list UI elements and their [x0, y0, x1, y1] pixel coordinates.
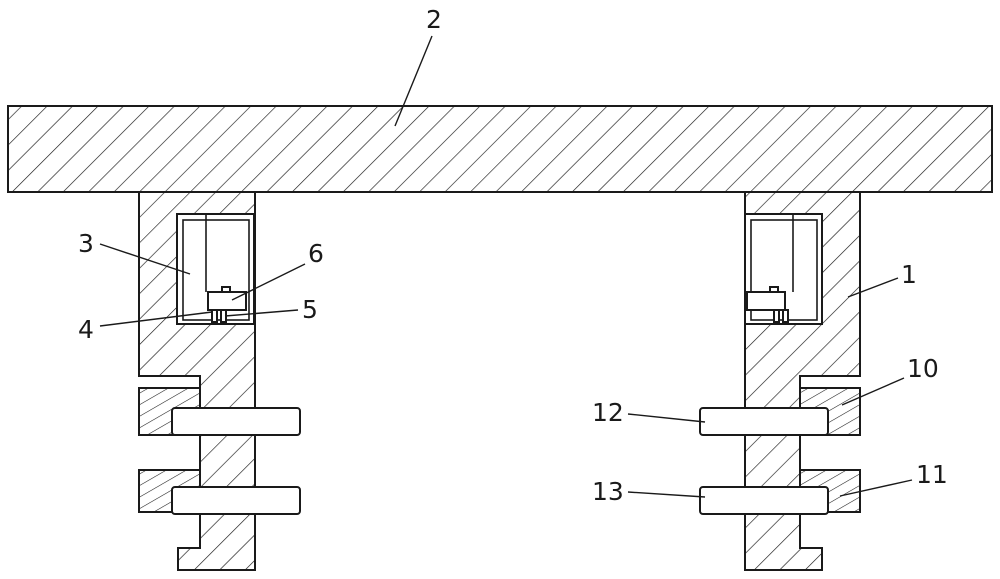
label-12: 12: [592, 398, 624, 427]
leader-3: [99, 243, 191, 275]
label-2: 2: [426, 5, 442, 34]
label-4: 4: [78, 315, 94, 344]
leader-2: [394, 35, 433, 127]
label-11: 11: [916, 460, 948, 489]
label-1: 1: [901, 260, 917, 289]
leader-11: [839, 479, 913, 497]
label-6: 6: [308, 239, 324, 268]
left-bearing-block: [207, 291, 247, 311]
right-upper-pin: [699, 407, 829, 436]
left-bearing-cap: [221, 286, 231, 293]
leader-12: [627, 413, 706, 423]
label-3: 3: [78, 229, 94, 258]
left-lower-pin: [171, 486, 301, 515]
left-shaft: [211, 309, 218, 323]
leader-6: [231, 263, 306, 301]
left-upper-pin: [171, 407, 301, 436]
leader-5: [224, 309, 299, 317]
leader-10: [841, 377, 905, 406]
right-bearing-cap: [769, 286, 779, 293]
label-10: 10: [907, 354, 939, 383]
right-shaft: [773, 309, 780, 323]
right-shaft-2: [782, 309, 789, 323]
top-plate: [7, 105, 993, 193]
label-5: 5: [302, 295, 318, 324]
leader-13: [627, 491, 706, 498]
leader-1: [847, 277, 899, 298]
label-13: 13: [592, 477, 624, 506]
right-bearing-block: [746, 291, 786, 311]
right-lower-pin: [699, 486, 829, 515]
leader-4: [99, 311, 213, 327]
